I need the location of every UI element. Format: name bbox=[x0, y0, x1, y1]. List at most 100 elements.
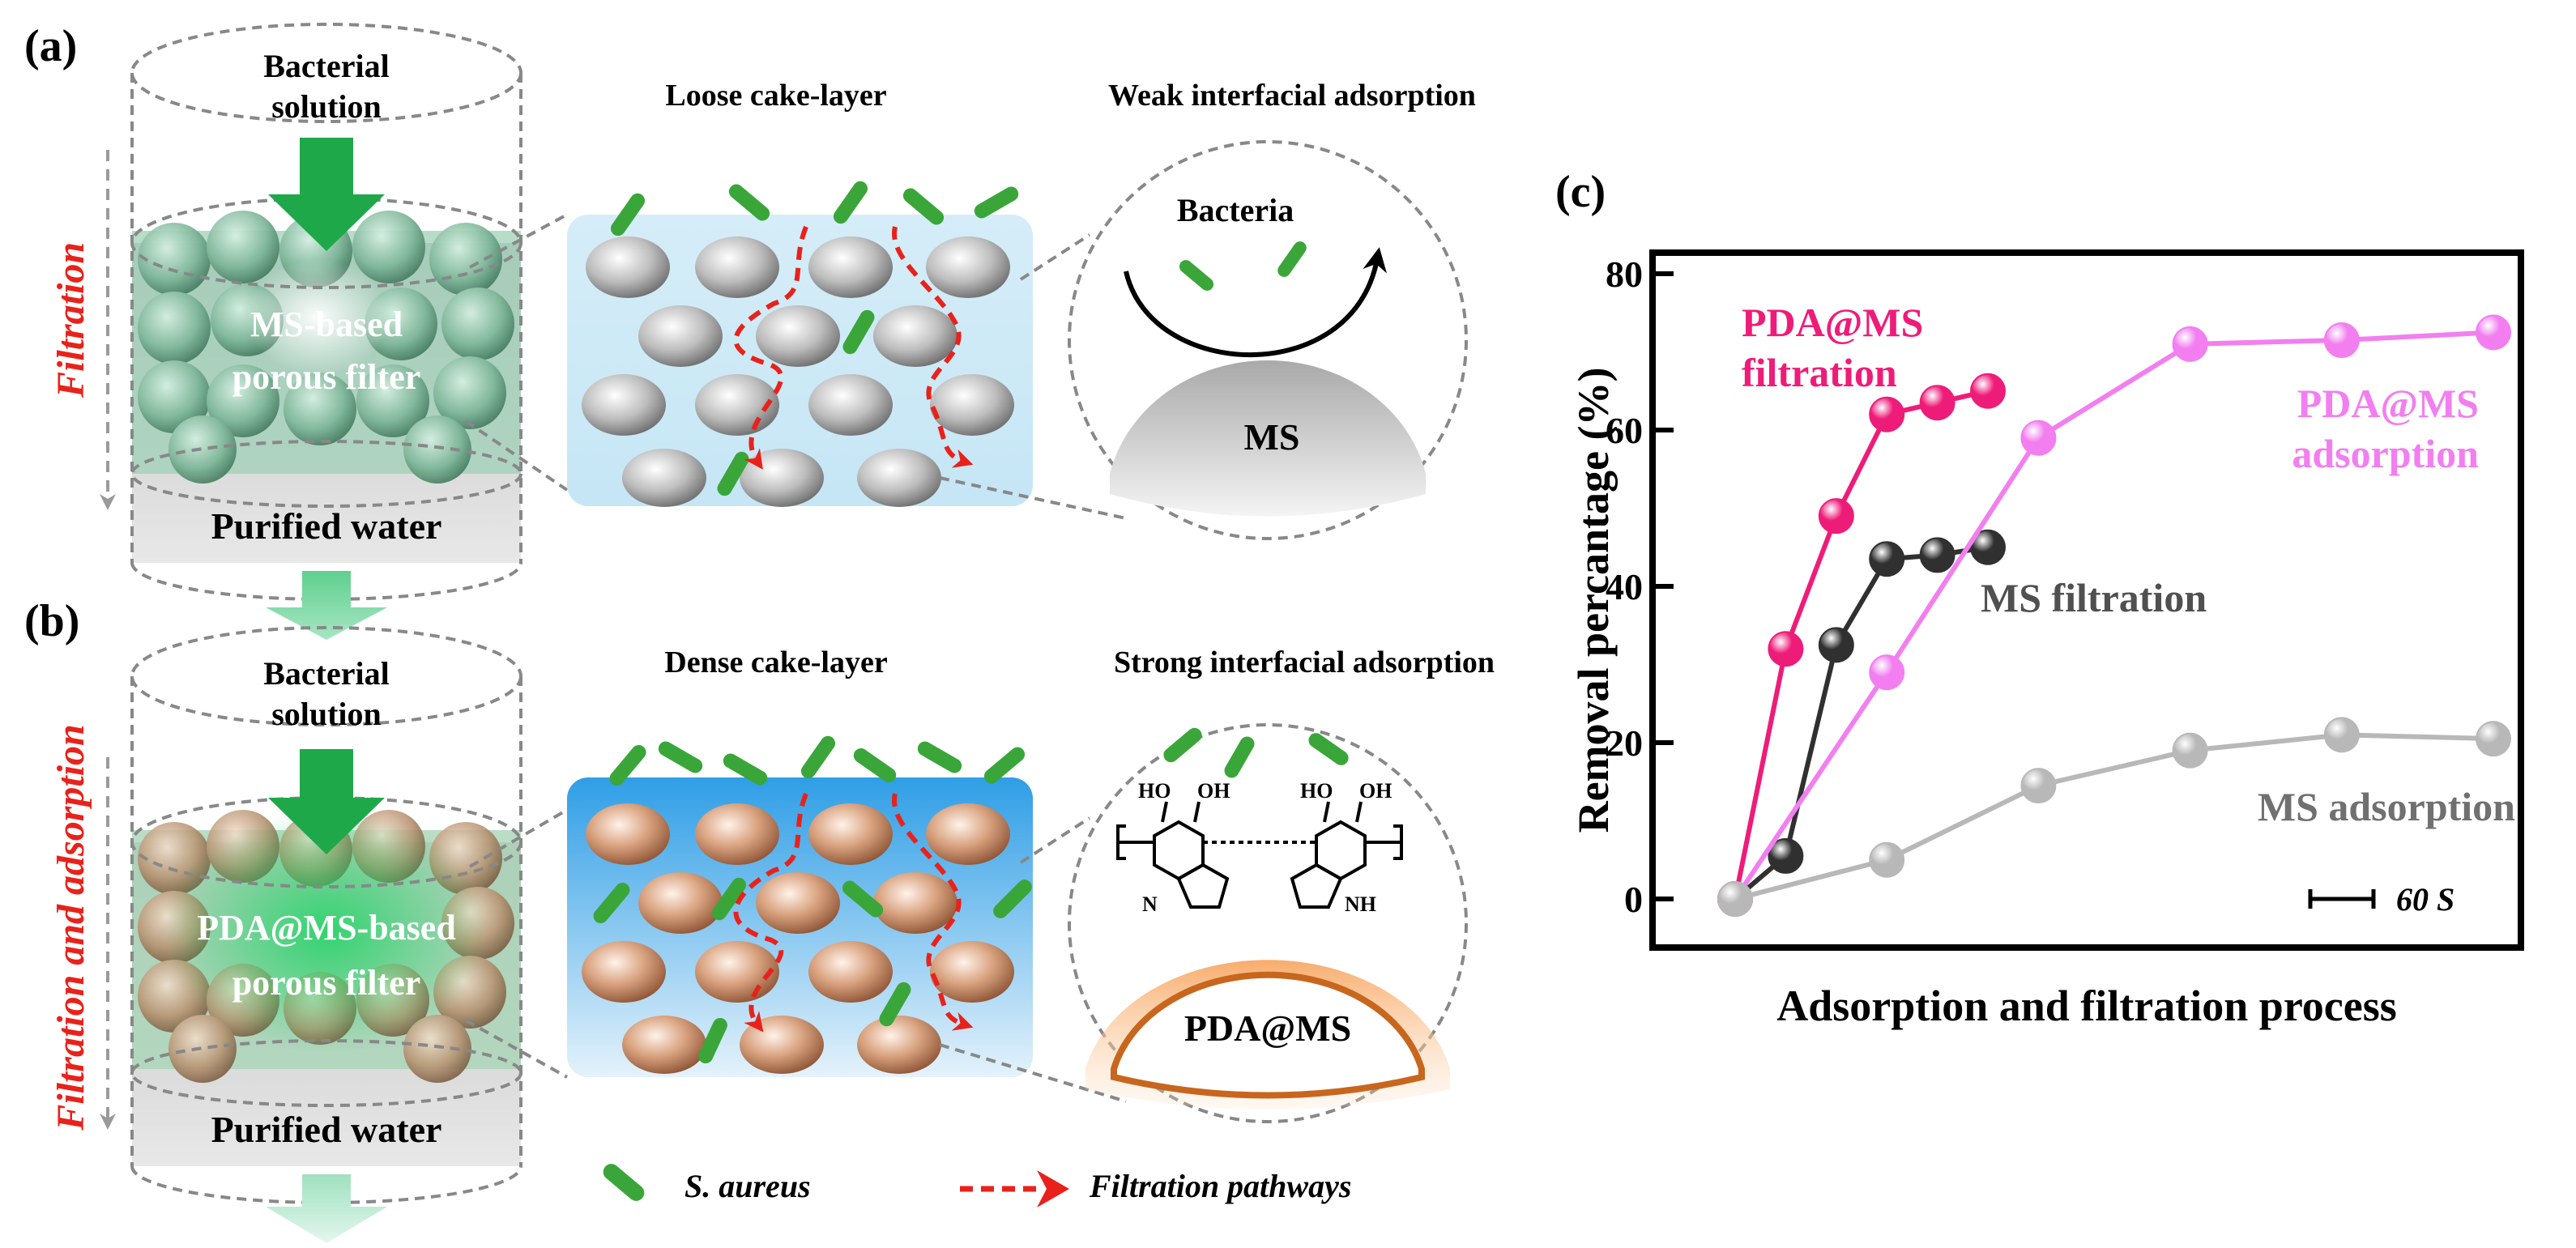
chart-data-point bbox=[1869, 541, 1905, 577]
chart-data-point bbox=[2323, 717, 2360, 753]
pda-oh-1: HO bbox=[1138, 779, 1171, 803]
panel-a-bacteria-label: Bacteria bbox=[1177, 192, 1294, 228]
chart-data-point bbox=[1869, 396, 1905, 432]
cylinder-b-filter-text-2: porous filter bbox=[232, 963, 421, 1003]
chart-x-axis-label: Adsorption and filtration process bbox=[1776, 982, 2397, 1030]
chart-data-point bbox=[2476, 721, 2511, 757]
chart-y-tick-label: 80 bbox=[1606, 253, 1643, 295]
chart-series-line-3 bbox=[1733, 330, 2494, 901]
panel-a-letter: (a) bbox=[24, 21, 77, 71]
chart-plot-frame bbox=[1649, 249, 2524, 951]
chart-data-point bbox=[2020, 768, 2057, 804]
cylinder-b: Bacterial solution PDA@MS-based porous f… bbox=[130, 626, 522, 1204]
chart-data-point bbox=[2172, 326, 2208, 362]
panel-a-ms-dome bbox=[1110, 360, 1426, 517]
cylinder-b-glow bbox=[164, 810, 488, 1053]
panel-a-interface-title: Weak interfacial adsorption bbox=[1108, 79, 1476, 113]
chart-y-tick-label: 0 bbox=[1624, 879, 1643, 920]
cylinder-a-filter-text-2: porous filter bbox=[232, 357, 421, 397]
panel-a-bacterium-2 bbox=[1277, 241, 1307, 277]
chart-y-ticks: 0 20 40 60 80 bbox=[1606, 253, 1674, 920]
cylinder-a: Bacterial solution MS-based porous filte… bbox=[130, 23, 522, 601]
pda-structure bbox=[1116, 801, 1403, 909]
panel-b: (b) Filtration and adsorption bbox=[24, 596, 1495, 1243]
cylinder-a-top-text-1: Bacterial bbox=[263, 48, 390, 84]
panel-a-side-label: Filtration bbox=[49, 242, 92, 398]
cylinder-b-top-text-1: Bacterial bbox=[263, 655, 390, 692]
cylinder-a-filter-bottom bbox=[130, 440, 522, 508]
panel-a-rebound-arrow bbox=[1124, 247, 1387, 358]
panel-b-spheres bbox=[582, 803, 1014, 1074]
cylinder-a-top-text-2: solution bbox=[271, 88, 382, 125]
cylinder-a-outflow-arrow bbox=[266, 571, 387, 640]
chart-series-label: PDA@MS bbox=[1742, 300, 1923, 345]
pda-nh: NH bbox=[1345, 892, 1376, 916]
panel-b-letter: (b) bbox=[24, 596, 79, 646]
panel-b-side-label: Filtration and adsorption bbox=[49, 724, 92, 1131]
panel-b-pda-dome bbox=[1111, 971, 1425, 1099]
panel-b-pda-label: PDA@MS bbox=[1184, 1007, 1351, 1049]
cylinder-a-glow bbox=[237, 259, 416, 405]
panel-b-bacteria bbox=[593, 735, 1032, 1064]
chart-series-label: PDA@MS bbox=[2297, 381, 2479, 426]
panel-a: (a) Filtration bbox=[24, 21, 1476, 640]
panel-a-ms-label: MS bbox=[1244, 416, 1300, 458]
legend: S. aureus Filtration pathways bbox=[603, 1164, 1351, 1208]
chart-series-label: filtration bbox=[1742, 350, 1897, 395]
pda-oh-4: OH bbox=[1359, 779, 1392, 803]
chart-y-axis-label: Removal percantage (%) bbox=[1569, 368, 1618, 833]
chart-data-point bbox=[1818, 627, 1854, 663]
chart-series-label: MS adsorption bbox=[2258, 784, 2515, 829]
panel-a-bacterium-1 bbox=[1179, 260, 1214, 291]
chart-data-point bbox=[2476, 314, 2511, 351]
legend-pathway-label: Filtration pathways bbox=[1089, 1168, 1351, 1204]
chart-data-point bbox=[1717, 881, 1753, 917]
pda-oh-2: OH bbox=[1197, 779, 1230, 803]
chart-y-tick-label: 20 bbox=[1606, 722, 1643, 764]
chart-data-point bbox=[1919, 537, 1955, 573]
chart-series-line-4 bbox=[1734, 732, 2494, 901]
legend-bacteria-label: S. aureus bbox=[685, 1168, 811, 1204]
chart-data-point bbox=[1970, 373, 2006, 409]
panel-a-bacteria bbox=[610, 181, 1019, 496]
chart-data-point bbox=[1768, 631, 1804, 667]
cylinder-a-bottom-text: Purified water bbox=[211, 505, 442, 547]
chart-data-point bbox=[2172, 732, 2208, 769]
cylinder-a-inflow-arrow bbox=[268, 138, 385, 251]
panel-a-pathways bbox=[733, 225, 974, 470]
chart-series-label: MS filtration bbox=[1981, 575, 2207, 620]
panel-b-interface-title: Strong interfacial adsorption bbox=[1114, 645, 1495, 679]
panel-c-letter: (c) bbox=[1555, 167, 1606, 217]
chart-data-point bbox=[2020, 420, 2057, 456]
panel-a-spheres bbox=[582, 236, 1014, 507]
chart-series-labels: PDA@MS filtration MS filtration PDA@MS adsor… bbox=[1742, 300, 2515, 829]
chart-data-point bbox=[1919, 385, 1955, 421]
chart-series-label: adsorption bbox=[2292, 431, 2479, 476]
chart-data-point bbox=[1818, 498, 1854, 535]
panel-a-cake-title: Loose cake-layer bbox=[665, 79, 886, 113]
pda-oh-3: HO bbox=[1300, 779, 1333, 803]
chart-data-point bbox=[2323, 322, 2360, 359]
cylinder-b-filter-text-1: PDA@MS-based bbox=[197, 908, 456, 948]
chart-scale-bar-label: 60 S bbox=[2396, 881, 2454, 918]
cylinder-b-top-text-2: solution bbox=[271, 696, 382, 732]
chart-series bbox=[1717, 314, 2511, 917]
panel-b-pathways bbox=[733, 792, 974, 1033]
panel-c-chart: (c) Removal percantage (%) Adsorption an… bbox=[1555, 167, 2524, 1030]
chart-data-point bbox=[1869, 654, 1905, 691]
cylinder-b-bottom-text: Purified water bbox=[211, 1109, 442, 1150]
pda-n: N bbox=[1142, 892, 1158, 916]
cylinder-b-inflow-arrow bbox=[268, 749, 385, 854]
panel-b-cake-title: Dense cake-layer bbox=[664, 645, 888, 679]
cylinder-b-outflow-arrow bbox=[266, 1174, 387, 1243]
chart-data-point bbox=[1970, 529, 2006, 565]
cylinder-a-filter-text-1: MS-based bbox=[250, 305, 403, 344]
chart-data-point bbox=[1768, 837, 1804, 874]
chart-data-point bbox=[1869, 841, 1905, 878]
panel-b-bacteria-top bbox=[1163, 727, 1349, 778]
legend-pathway-arrowhead bbox=[1037, 1170, 1069, 1208]
chart-y-tick-label: 40 bbox=[1606, 566, 1643, 607]
chart-y-tick-label: 60 bbox=[1606, 410, 1643, 451]
legend-bacteria-icon bbox=[603, 1164, 645, 1201]
